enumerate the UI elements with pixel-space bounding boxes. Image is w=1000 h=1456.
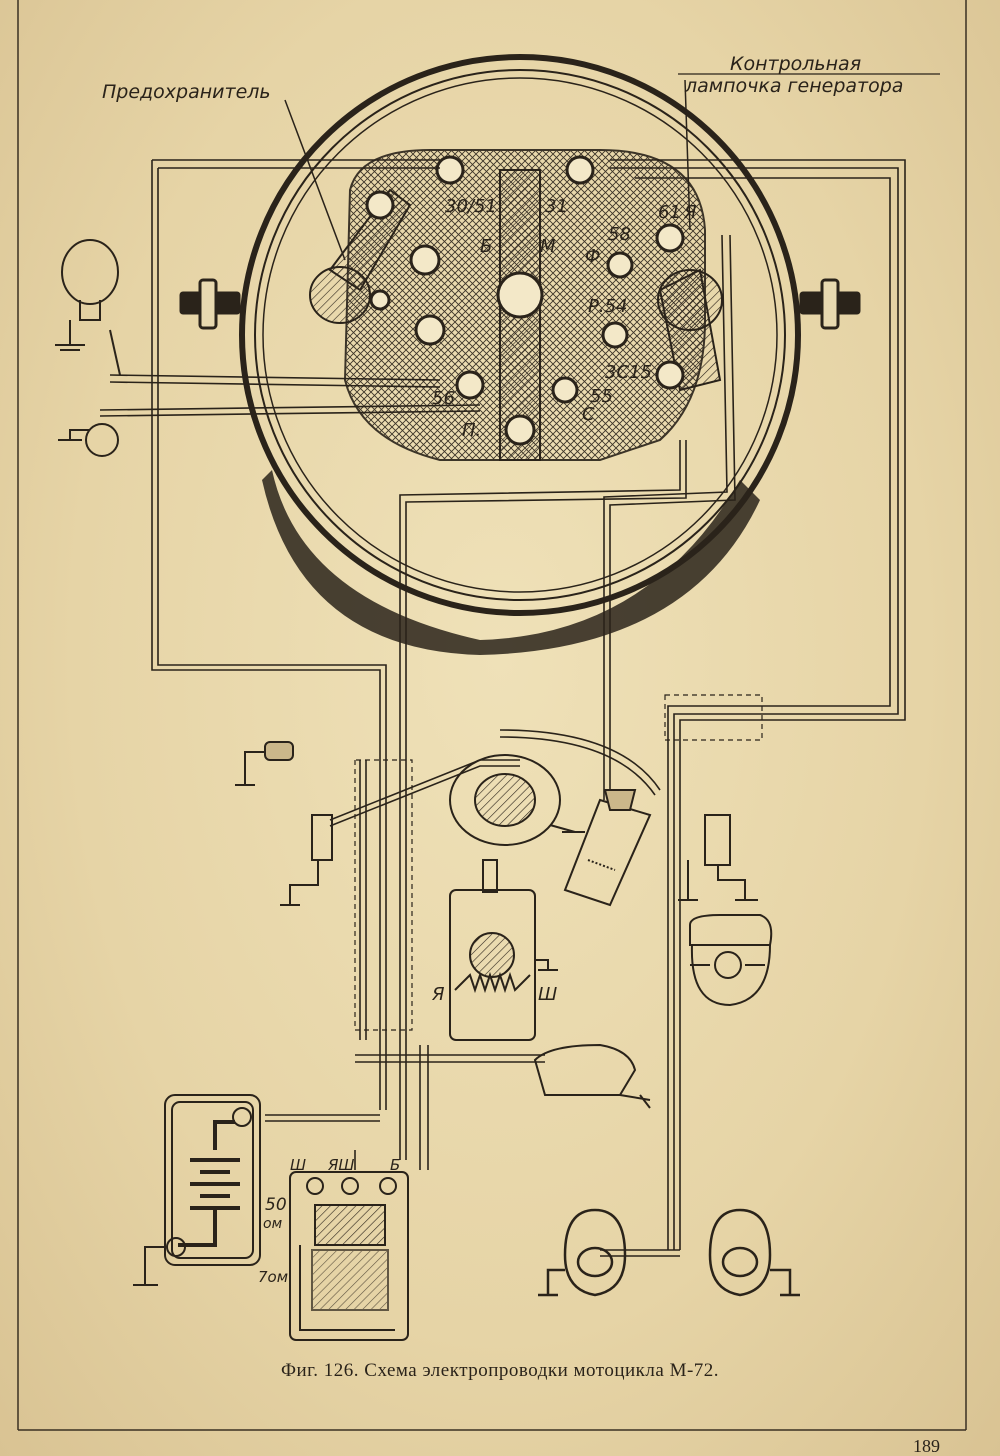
indicator-lamp-label-1: Контрольная — [730, 53, 861, 75]
battery — [133, 1094, 261, 1286]
parking-bulb — [58, 423, 119, 457]
relay-terminal-sh: Ш — [290, 1156, 306, 1174]
headlamp — [179, 54, 861, 655]
spark-plug-left — [235, 741, 333, 906]
relay-terminal-yash: ЯШ — [327, 1156, 354, 1174]
tail-light — [689, 914, 773, 1007]
fuse-leader — [284, 99, 346, 261]
terminal-55: 55 — [590, 386, 613, 407]
signal-switch — [533, 1043, 651, 1109]
terminal-58: 58 — [608, 224, 631, 245]
page-number: 189 — [913, 1436, 940, 1456]
spark-plug-right — [678, 814, 758, 901]
headlight-bulb — [55, 239, 121, 376]
ignition-coil — [563, 789, 652, 907]
terminal-54: Р.54 — [588, 296, 627, 317]
terminal-30-51: 30/51 — [445, 196, 497, 217]
relay-terminal-b: Б — [390, 1156, 400, 1174]
terminal-s: С — [582, 404, 595, 425]
rear-lamp-right — [708, 1208, 800, 1297]
relay-resistor-50-unit: ом — [263, 1216, 283, 1232]
indicator-lamp-leader — [684, 79, 691, 231]
relay-resistor-7: 7ом — [258, 1268, 288, 1286]
rear-lamp-left — [538, 1208, 627, 1297]
terminal-m: М — [540, 236, 556, 257]
generator-terminal-ya: Я — [431, 984, 445, 1005]
terminal-labels: 30/51 31 Б М 61 Я 58 Ф Р.54 56 3С15 55 С… — [432, 196, 697, 441]
terminal-f: Ф — [585, 246, 601, 267]
distributor — [449, 754, 585, 846]
terminal-b: Б — [480, 236, 492, 257]
terminal-15: 3С15 — [605, 362, 652, 383]
generator: Я Ш — [431, 859, 558, 1041]
wiring-harness — [99, 159, 906, 1257]
terminal-31: 31 — [545, 196, 568, 217]
fuse-label: Предохранитель — [102, 81, 271, 103]
left-mount-bolt — [179, 278, 241, 330]
fuse-body — [309, 266, 371, 324]
panel-screws — [365, 155, 685, 446]
relay-regulator: Ш ЯШ Б 50 ом 7ом — [258, 1156, 409, 1341]
callouts: Предохранитель Контрольная лампочка гене… — [102, 53, 940, 261]
terminal-56: 56 — [432, 388, 455, 409]
figure-caption: Фиг. 126. Схема электропроводки мотоцикл… — [280, 1360, 720, 1381]
relay-resistor-50: 50 — [265, 1195, 287, 1215]
terminal-61: 61 — [658, 202, 681, 223]
headlamp-shadow — [262, 470, 760, 655]
indicator-lamp-label-2: лампочка генератора — [684, 75, 903, 97]
generator-terminal-sh: Ш — [538, 984, 557, 1005]
right-mount-bolt — [799, 278, 861, 330]
terminal-p: П. — [462, 420, 481, 441]
